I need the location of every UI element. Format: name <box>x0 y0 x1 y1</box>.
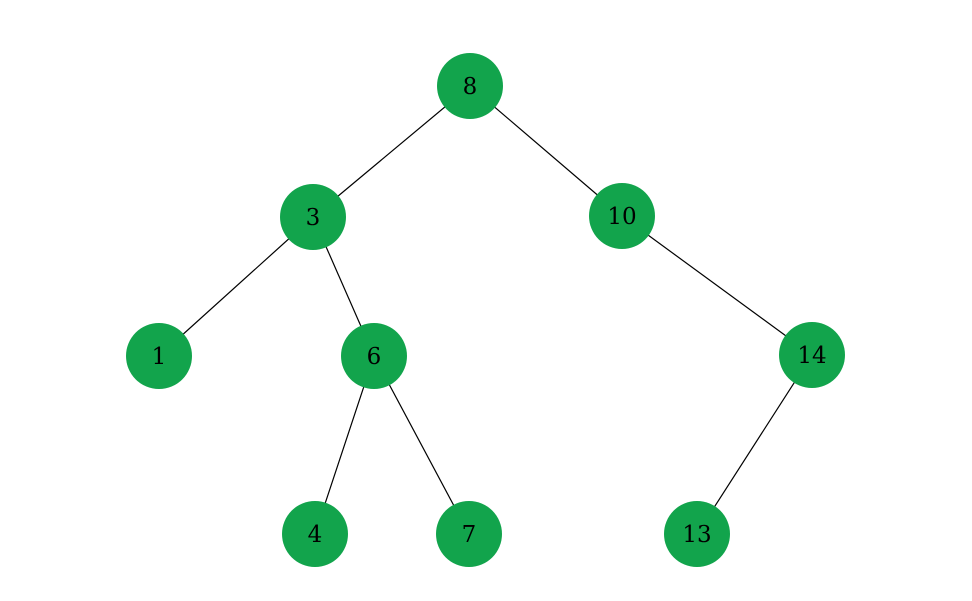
tree-node-13: 13 <box>664 501 730 567</box>
tree-node-circle-1 <box>126 323 192 389</box>
tree-node-4: 4 <box>282 501 348 567</box>
tree-node-circle-7 <box>436 501 502 567</box>
tree-node-circle-4 <box>282 501 348 567</box>
tree-node-circle-8 <box>437 53 503 119</box>
tree-node-circle-14 <box>779 322 845 388</box>
tree-node-10: 10 <box>589 183 655 249</box>
tree-node-label-4: 4 <box>308 522 323 548</box>
tree-node-7: 7 <box>436 501 502 567</box>
tree-node-circle-13 <box>664 501 730 567</box>
tree-node-label-10: 10 <box>607 204 636 230</box>
tree-edge-6-7 <box>373 355 470 535</box>
tree-edge-8-10 <box>469 85 623 217</box>
tree-edge-10-14 <box>621 215 813 356</box>
tree-node-label-1: 1 <box>152 344 167 370</box>
tree-node-label-7: 7 <box>462 522 477 548</box>
tree-node-circle-10 <box>589 183 655 249</box>
tree-node-label-13: 13 <box>682 522 711 548</box>
tree-node-label-6: 6 <box>367 344 382 370</box>
tree-node-circle-6 <box>341 323 407 389</box>
tree-edge-3-1 <box>158 216 314 357</box>
tree-node-label-14: 14 <box>797 343 826 369</box>
tree-edge-14-13 <box>696 354 813 535</box>
tree-node-1: 1 <box>126 323 192 389</box>
tree-edge-8-3 <box>312 85 471 218</box>
tree-node-6: 6 <box>341 323 407 389</box>
tree-node-3: 3 <box>280 184 346 250</box>
tree-node-8: 8 <box>437 53 503 119</box>
tree-node-14: 14 <box>779 322 845 388</box>
tree-node-label-3: 3 <box>306 205 321 231</box>
tree-node-label-8: 8 <box>463 74 478 100</box>
tree-node-circle-3 <box>280 184 346 250</box>
